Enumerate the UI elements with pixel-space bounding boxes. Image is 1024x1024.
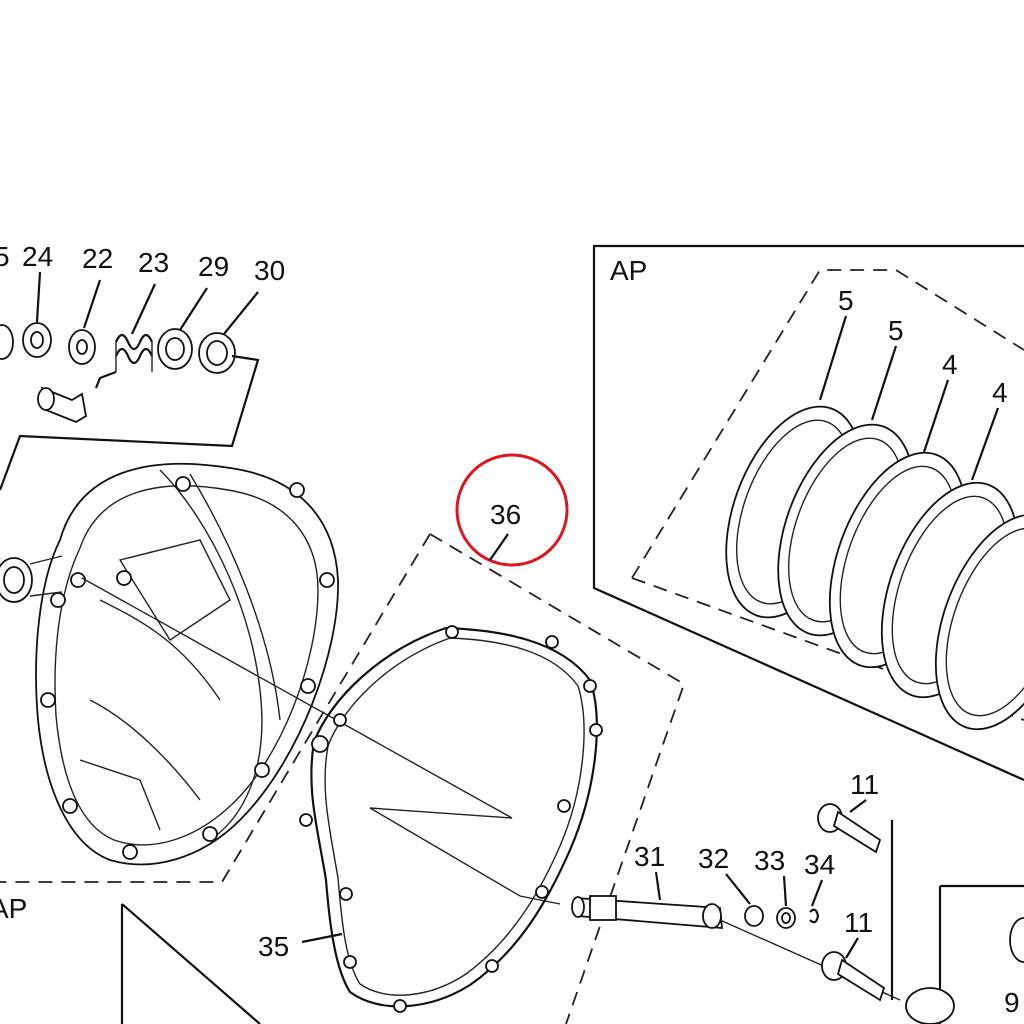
label-11-lower: 11 xyxy=(844,907,873,938)
release-lever xyxy=(905,987,955,1024)
label-ap-left: AP xyxy=(0,893,27,924)
label-5a: 5 xyxy=(838,285,854,316)
gasket-35 xyxy=(299,625,603,1013)
plates-dashed-frame xyxy=(631,269,1024,579)
label-33: 33 xyxy=(754,845,785,876)
label-ap-top: AP xyxy=(610,255,647,286)
part-32 xyxy=(744,905,764,927)
clutch-cover-housing xyxy=(0,462,339,866)
cover-dashed-frame xyxy=(0,533,431,883)
part-34-clip xyxy=(809,908,820,924)
assembly-bracket xyxy=(0,354,260,491)
label-34: 34 xyxy=(804,849,835,880)
clutch-plates xyxy=(725,405,1024,731)
label-29: 29 xyxy=(198,251,229,282)
push-rod-assembly xyxy=(571,895,820,929)
part-23-spring xyxy=(94,333,154,389)
lower-box-line xyxy=(121,903,261,1024)
part-25-washer xyxy=(0,324,14,360)
label-22: 22 xyxy=(82,243,113,274)
label-25: 5 xyxy=(0,241,10,272)
label-9: 9 xyxy=(1004,987,1020,1018)
highlight-circle-36 xyxy=(455,453,569,567)
bolt-11-upper xyxy=(817,803,882,854)
label-23: 23 xyxy=(138,247,169,278)
ap-clutch-box xyxy=(592,244,1024,782)
label-4a: 4 xyxy=(942,349,958,380)
label-32: 32 xyxy=(698,843,729,874)
label-35: 35 xyxy=(258,931,289,962)
label-30: 30 xyxy=(254,255,285,286)
label-4b: 4 xyxy=(992,377,1008,408)
part-9 xyxy=(1009,917,1024,963)
label-24: 24 xyxy=(22,241,53,272)
label-11-upper: 11 xyxy=(850,769,879,800)
label-31: 31 xyxy=(634,841,665,872)
bolt-11-lower xyxy=(821,951,886,1002)
label-36: 36 xyxy=(490,499,521,530)
small-parts-group xyxy=(0,271,260,491)
label-5b: 5 xyxy=(888,315,904,346)
